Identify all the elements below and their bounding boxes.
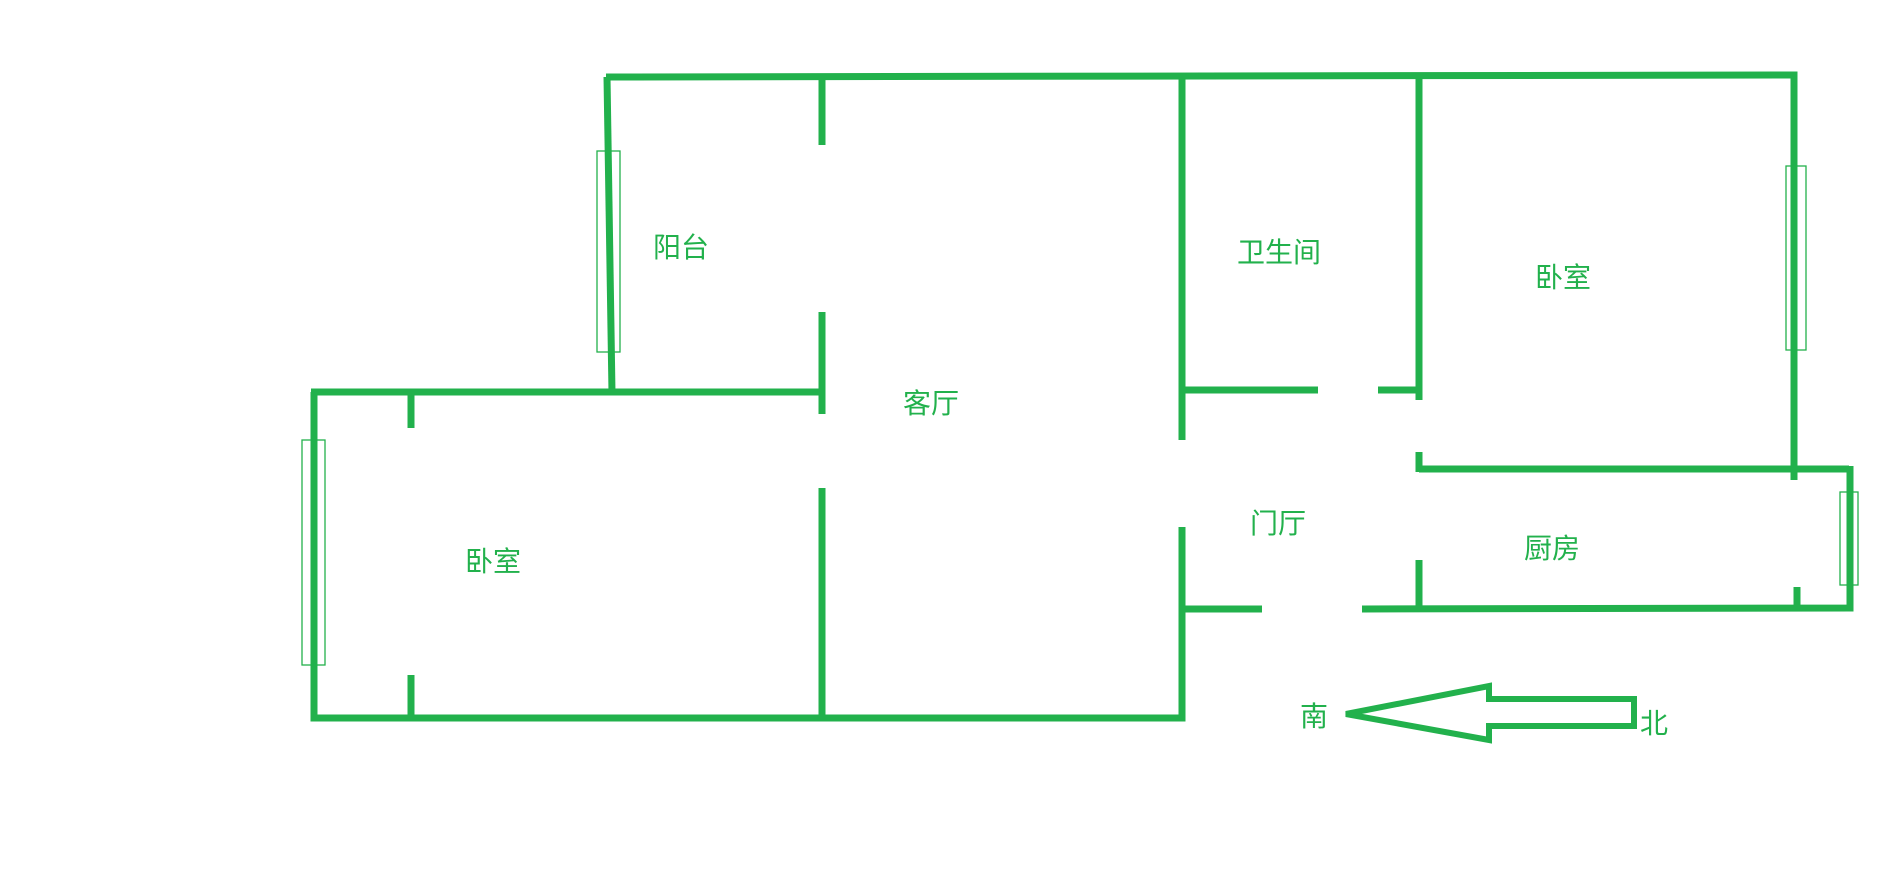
room-label-balcony: 阳台 xyxy=(653,231,709,264)
wall-top-outer xyxy=(605,71,1798,480)
compass-label-north: 北 xyxy=(1640,707,1668,740)
room-label-kitchen: 厨房 xyxy=(1524,532,1580,565)
wall-kitchen-south-east xyxy=(1361,466,1854,613)
room-label-foyer: 门厅 xyxy=(1250,507,1306,540)
window-bedroom-east xyxy=(1785,165,1807,351)
wall-balcony-west xyxy=(603,76,616,394)
room-label-bathroom: 卫生间 xyxy=(1237,236,1321,269)
window-balcony xyxy=(596,150,621,353)
wall-bedroom-west-top xyxy=(310,392,1186,722)
room-label-bedroom-west: 卧室 xyxy=(465,545,521,578)
window-bedroom-west xyxy=(301,439,326,666)
windows xyxy=(301,150,1859,666)
walls xyxy=(310,71,1854,722)
compass-arrow-icon xyxy=(1345,682,1637,744)
room-label-living-room: 客厅 xyxy=(903,387,959,420)
room-label-bedroom-east: 卧室 xyxy=(1535,261,1591,294)
compass-label-south: 南 xyxy=(1300,700,1328,733)
window-kitchen xyxy=(1839,491,1859,586)
